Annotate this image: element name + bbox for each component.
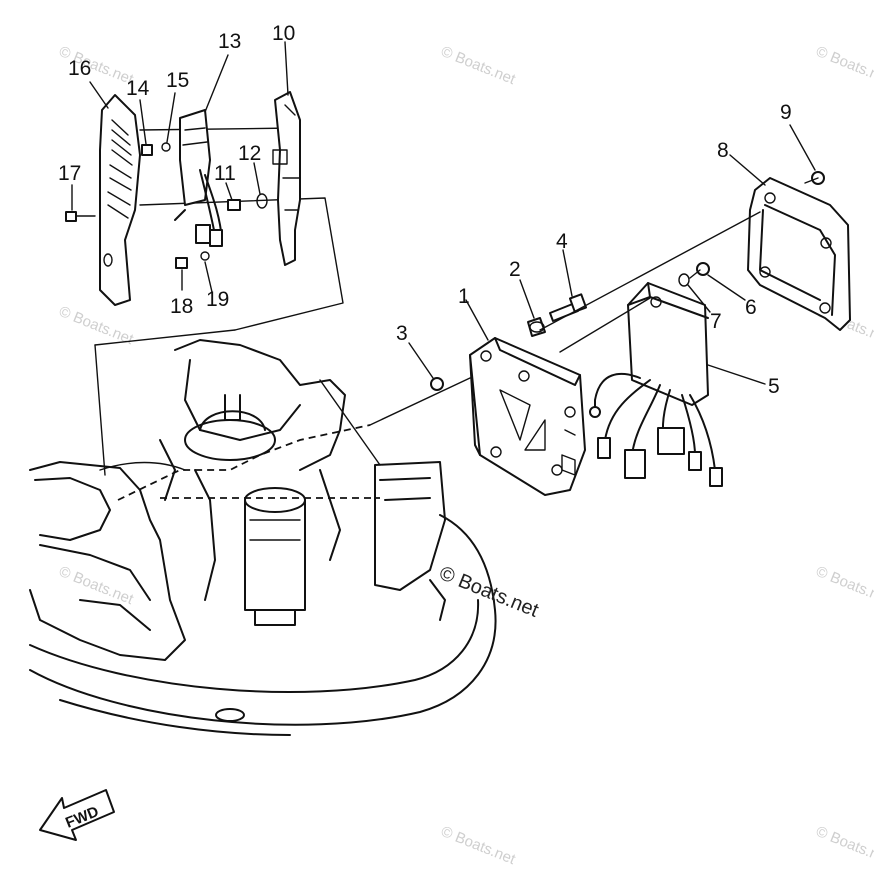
callout-16: 16: [68, 57, 91, 80]
callout-19: 19: [206, 288, 229, 311]
fasteners: [430, 171, 825, 391]
cover-part-8: [747, 177, 851, 331]
watermark-main: © Boats.net: [436, 562, 542, 622]
callout-17: 17: [58, 162, 81, 185]
callout-10: 10: [272, 22, 295, 45]
callout-7: 7: [710, 310, 722, 333]
watermark-faint: © Boats.net: [814, 563, 874, 609]
assembly-lines: [319, 177, 819, 466]
watermark-faint: © Boats.net: [439, 823, 519, 869]
fwd-arrow-icon: FWD: [39, 789, 115, 841]
callout-11: 11: [214, 162, 236, 185]
callout-5: 5: [768, 375, 780, 398]
cdi-unit-part-5: [589, 282, 723, 487]
callout-4: 4: [556, 230, 568, 253]
faint-watermarks: © Boats.net © Boats.net © Boats.net © Bo…: [57, 43, 874, 869]
callout-14: 14: [126, 77, 150, 100]
watermark-faint: © Boats.net: [814, 43, 874, 89]
callout-2: 2: [509, 258, 521, 281]
callout-18: 18: [170, 295, 193, 318]
callout-13: 13: [218, 30, 241, 53]
watermark-faint: © Boats.net: [439, 43, 519, 89]
callout-8: 8: [717, 139, 729, 162]
callout-12: 12: [238, 142, 261, 165]
engine-block-outline: [29, 339, 497, 736]
cdi-bracket-inset: [65, 91, 301, 306]
callout-leaders: [71, 41, 816, 385]
callout-15: 15: [166, 69, 189, 92]
bracket-plate-part-1: [469, 337, 586, 496]
callout-9: 9: [780, 101, 792, 124]
callout-1: 1: [458, 285, 470, 308]
callout-3: 3: [396, 322, 408, 345]
callout-numbers: 1 2 3 4 5 6 7 8 9 10 11 12 13 14 15 16 1…: [58, 22, 792, 398]
watermark-faint: © Boats.net: [814, 823, 874, 869]
callout-6: 6: [745, 296, 757, 319]
